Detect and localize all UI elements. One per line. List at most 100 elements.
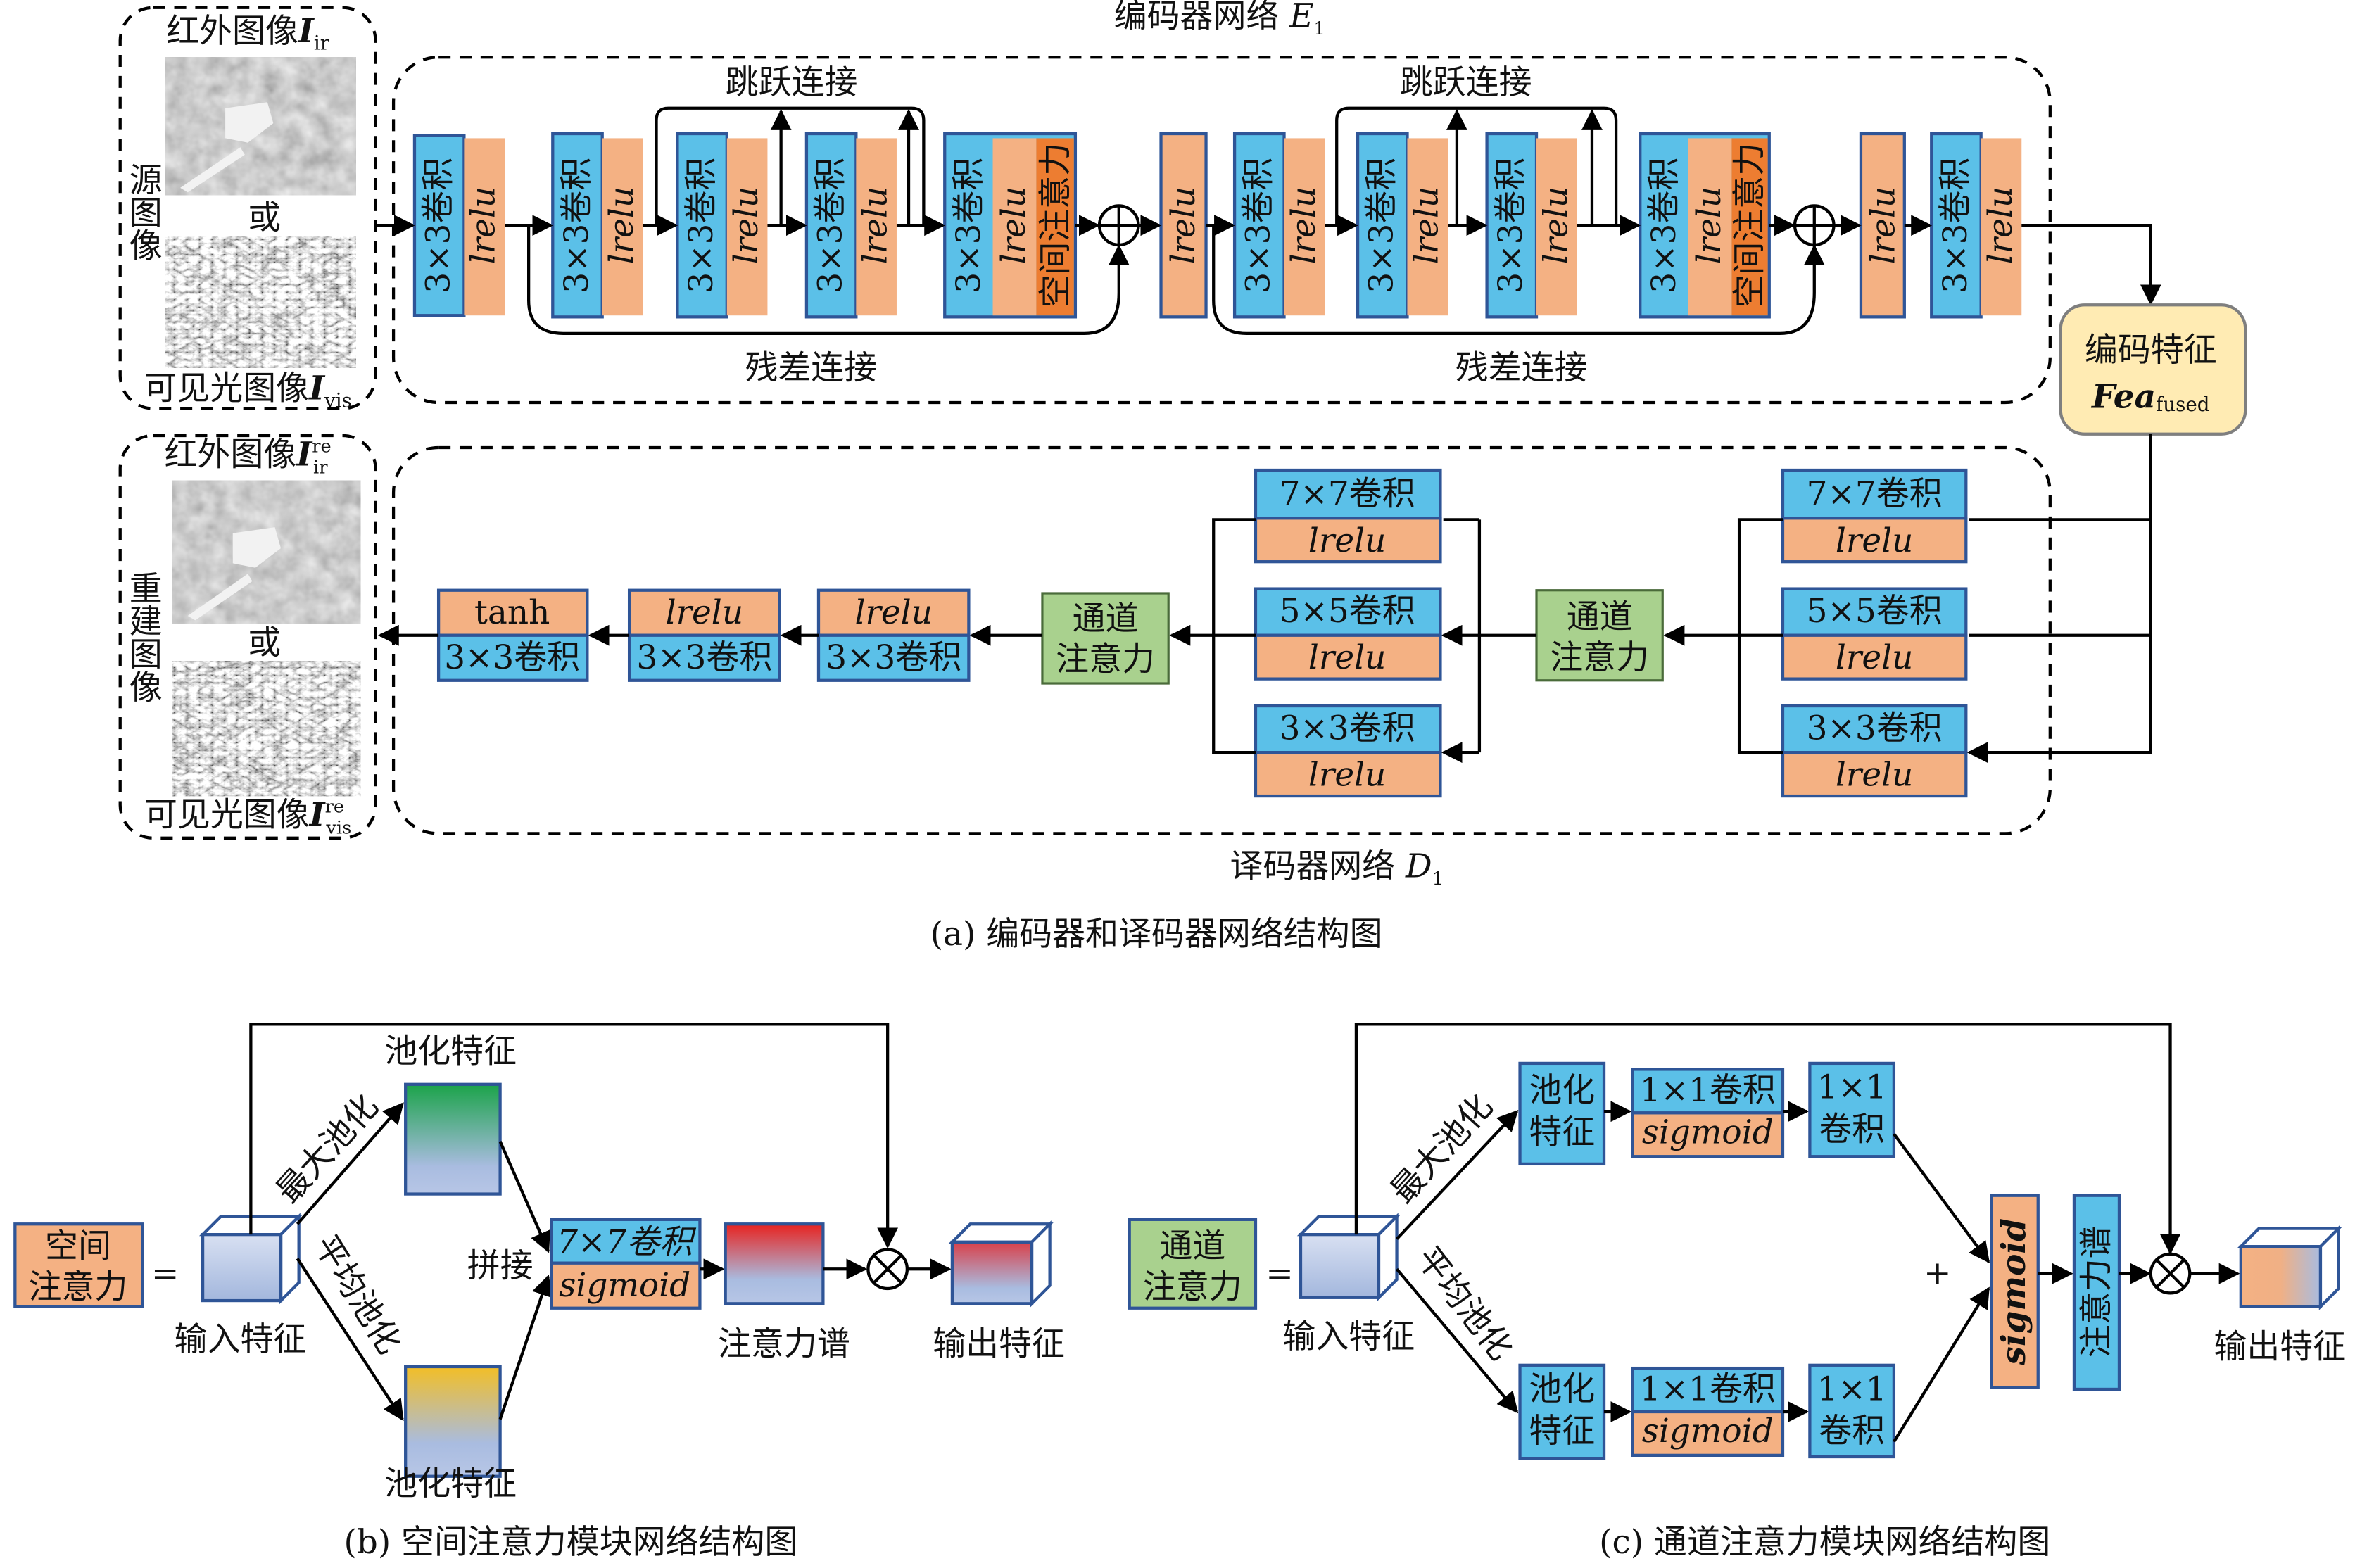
conv-label: 3×3卷积: [682, 158, 721, 293]
conv-label: 1×1卷积: [1640, 1071, 1776, 1110]
conv-label: 3×3卷积: [1363, 158, 1401, 293]
source-side-label: 源图像: [123, 163, 162, 262]
or-label: 或: [248, 624, 281, 662]
conv-label: 7×7卷积: [557, 1222, 697, 1261]
equals-sign: =: [151, 1254, 179, 1293]
infrared-hotspot: [180, 102, 274, 193]
ca-line1: 通道: [1567, 598, 1633, 637]
input-label: 输入特征: [175, 1320, 307, 1359]
sigmoid-label: sigmoid: [1995, 1218, 2033, 1366]
decoder-title: 译码器网络 D1: [1230, 847, 1444, 890]
spatial-attention-label: 空间注意力: [1731, 143, 1769, 308]
conv-label: 5×5卷积: [1280, 592, 1415, 631]
add-icon-cross: [1099, 206, 1139, 245]
source-dashed-border: [118, 6, 377, 410]
input-label: 输入特征: [1282, 1317, 1415, 1356]
residual-connection-2: 残差连接: [1212, 225, 1825, 387]
attention-map: [724, 1222, 825, 1305]
conv-label: 3×3卷积: [419, 158, 458, 293]
caption-b: (b) 空间注意力模块网络结构图: [343, 1523, 797, 1562]
encoder-title: 编码器网络 E1: [1114, 0, 1325, 39]
ir-label: 红外图像Iir: [166, 12, 330, 55]
spatial-attention-module: 空间 注意力 = 输入特征 池化特征 池化特征 最大池化 平均池化 拼接 7×7…: [13, 1023, 1065, 1503]
channel-attention-label-box: [1128, 1218, 1258, 1310]
act-label: lrelu: [602, 186, 641, 264]
act-label: lrelu: [1284, 186, 1323, 264]
conv-label: 3×3卷积: [1239, 158, 1278, 293]
fused-symbol: Feafused: [2090, 377, 2210, 416]
source-images-group: 红外图像Iir 或 可见光图像Ivis 源图像: [118, 6, 377, 412]
caption-a: (a) 编码器和译码器网络结构图: [930, 915, 1383, 954]
ca-line2: 注意力: [1056, 640, 1155, 678]
module-line1: 空间: [45, 1227, 111, 1266]
channel-attention-block-1: 通道注意力: [1041, 592, 1170, 685]
pooled-label-bottom: 池化特征: [384, 1465, 517, 1503]
plus-sign: +: [1924, 1254, 1951, 1293]
recon-side-label: 重建图像: [123, 571, 162, 703]
act-label: lrelu: [1836, 638, 1913, 677]
skip-label: 跳跃连接: [726, 63, 858, 102]
encoder-lrelu-2: lrelu: [1859, 132, 1906, 319]
conv-label: 3×3卷积: [1280, 709, 1415, 748]
concat-arrow-top: [498, 1141, 550, 1253]
bottom-branch: 池化 特征 1×1卷积 sigmoid 1×1 卷积: [1518, 1286, 1990, 1460]
conv-label: 3×3卷积: [444, 638, 580, 677]
conv-label: 3×3卷积: [1936, 158, 1975, 293]
channel-attention-block-2: 通道注意力: [1535, 589, 1664, 682]
act-label: lrelu: [995, 186, 1033, 264]
skip-label: 跳跃连接: [1400, 63, 1532, 102]
conv-label: 3×3卷积: [826, 638, 961, 677]
act-label: lrelu: [727, 186, 766, 264]
conv-label: 3×3卷积: [1807, 709, 1943, 748]
act-label: lrelu: [1308, 521, 1386, 560]
max-pool-label: 最大池化: [269, 1087, 386, 1210]
act-label: lrelu: [465, 186, 503, 264]
act-label: lrelu: [857, 186, 895, 264]
max-pool-arrow: [1395, 1110, 1519, 1241]
residual-connection-1: 残差连接: [527, 225, 1130, 387]
conv-label: 3×3卷积: [1645, 158, 1684, 293]
act-label: sigmoid: [1642, 1113, 1774, 1152]
channel-attention-module: 通道 注意力 = 输入特征 最大池化 平均池化 池化 特征 1×1卷积 sigm…: [1128, 1023, 2346, 1460]
pooled-line2: 特征: [1529, 1412, 1595, 1450]
input-feature-cube: [1296, 1213, 1401, 1301]
encoder-dashed-border: [391, 56, 2052, 405]
skip-arrow: [249, 1023, 899, 1249]
multiply-icon: [2149, 1252, 2192, 1295]
decoder-tail-block-1: lrelu 3×3卷积: [816, 588, 971, 682]
act-label: lrelu: [1164, 186, 1203, 264]
encoder-flow-arrows: [375, 215, 2161, 306]
act-label: lrelu: [1690, 186, 1729, 264]
output-feature-cube: [948, 1220, 1054, 1308]
max-pool-arrow: [296, 1102, 404, 1225]
visible-image: [165, 236, 356, 368]
act-label: lrelu: [1864, 186, 1902, 264]
visible-label: 可见光图像Ivis: [144, 369, 351, 412]
concat-label: 拼接: [467, 1246, 533, 1285]
act-label: lrelu: [854, 593, 932, 632]
equals-sign: =: [1265, 1254, 1293, 1293]
act-label: lrelu: [1836, 521, 1913, 560]
act-label: lrelu: [1536, 186, 1575, 264]
skip-arrow: [1354, 1023, 2181, 1255]
pooled-line1: 池化: [1529, 1370, 1595, 1408]
fused-feature-box: 编码特征 Feafused: [2059, 303, 2247, 754]
avg-pool-arrow: [296, 1258, 404, 1422]
output-label: 输出特征: [933, 1324, 1065, 1363]
module-line2: 注意力: [1143, 1267, 1242, 1306]
act-label: sigmoid: [1642, 1412, 1774, 1450]
conv-label: 5×5卷积: [1807, 592, 1943, 631]
